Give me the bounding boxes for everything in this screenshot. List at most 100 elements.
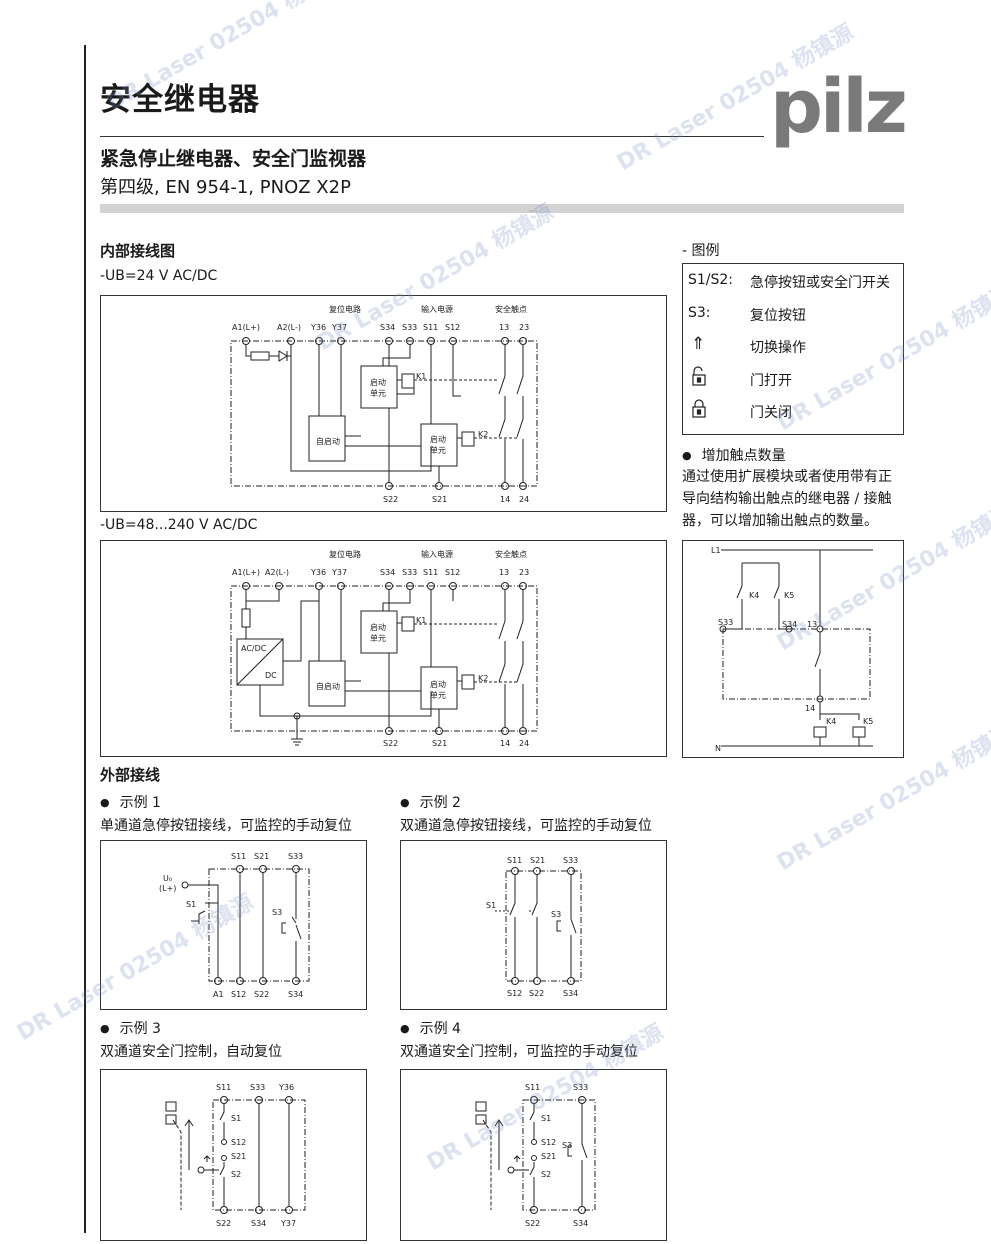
example1-desc: 单通道急停按钮接线，可监控的手动复位 <box>100 818 352 834</box>
svg-text:K5: K5 <box>784 591 794 600</box>
legend-key-s3: S3: <box>688 305 711 321</box>
door-open-icon <box>690 366 708 392</box>
svg-text:S22: S22 <box>383 495 398 504</box>
svg-text:S21: S21 <box>231 1152 246 1161</box>
svg-text:23: 23 <box>519 568 529 577</box>
svg-text:S21: S21 <box>432 495 447 504</box>
svg-text:DC: DC <box>265 671 277 680</box>
legend-val-s3: 复位按钮 <box>750 308 806 324</box>
page-title: 安全继电器 <box>100 82 260 118</box>
svg-text:S34: S34 <box>288 990 303 999</box>
svg-text:S1: S1 <box>541 1114 551 1123</box>
svg-text:S34: S34 <box>782 620 797 629</box>
external-wiring-heading: 外部接线 <box>100 766 161 784</box>
svg-text:S34: S34 <box>563 989 578 998</box>
svg-text:AC/DC: AC/DC <box>241 644 267 653</box>
svg-text:14: 14 <box>500 739 510 748</box>
svg-text:单元: 单元 <box>370 633 386 643</box>
svg-text:S12: S12 <box>507 989 522 998</box>
legend-val-door-open: 门打开 <box>750 373 792 389</box>
legend-heading: - 图例 <box>682 243 720 259</box>
svg-text:23: 23 <box>519 323 529 332</box>
add-contacts-diagram: L1 N K4 K5 S33 S34 13 14 K4 K5 <box>682 540 904 758</box>
example2-title: 示例 2 <box>400 792 461 812</box>
svg-text:K5: K5 <box>863 717 873 726</box>
label-reset-circuit: 复位电路 <box>329 304 361 314</box>
svg-text:S21: S21 <box>254 852 269 861</box>
svg-text:S33: S33 <box>563 856 578 865</box>
svg-text:S34: S34 <box>573 1219 588 1228</box>
svg-text:S11: S11 <box>525 1083 540 1092</box>
variant1-label: -UB=24 V AC/DC <box>100 268 218 284</box>
svg-text:启动: 启动 <box>370 622 386 632</box>
svg-text:S3: S3 <box>551 910 561 919</box>
svg-text:S33: S33 <box>250 1083 265 1092</box>
svg-text:S1: S1 <box>186 900 196 909</box>
svg-text:13: 13 <box>499 323 509 332</box>
subtitle: 紧急停止继电器、安全门监视器 <box>100 148 367 170</box>
svg-text:S11: S11 <box>423 568 438 577</box>
svg-text:S21: S21 <box>541 1152 556 1161</box>
internal-diagram-48-240v: 复位电路 输入电源 安全触点 A1(L+) A2(L-) Y36 Y37 S34… <box>100 540 667 757</box>
add-contacts-text: 通过使用扩展模块或者使用带有正导向结构输出触点的继电器 / 接触器，可以增加输出… <box>682 469 892 529</box>
svg-text:S33: S33 <box>402 568 417 577</box>
svg-text:S12: S12 <box>445 323 460 332</box>
svg-text:U₀: U₀ <box>163 874 172 883</box>
svg-text:S11: S11 <box>423 323 438 332</box>
svg-text:S1: S1 <box>231 1114 241 1123</box>
svg-text:S11: S11 <box>216 1083 231 1092</box>
header-bar <box>100 204 904 213</box>
svg-text:S12: S12 <box>445 568 460 577</box>
example2-desc: 双通道急停按钮接线，可监控的手动复位 <box>400 818 652 834</box>
svg-text:S1: S1 <box>486 901 496 910</box>
svg-text:S3: S3 <box>272 908 282 917</box>
label-input-supply: 输入电源 <box>421 304 453 314</box>
svg-text:S21: S21 <box>530 856 545 865</box>
svg-text:Y37: Y37 <box>280 1219 296 1228</box>
svg-text:S34: S34 <box>380 568 395 577</box>
svg-text:K4: K4 <box>749 591 759 600</box>
door-closed-icon <box>690 398 708 424</box>
example2-diagram: S11 S21 S33 S12 S22 S34 S1 S3 <box>400 840 667 1010</box>
svg-text:S12: S12 <box>231 990 246 999</box>
svg-text:启动: 启动 <box>430 679 446 689</box>
svg-text:输入电源: 输入电源 <box>421 549 453 559</box>
svg-text:S2: S2 <box>541 1170 551 1179</box>
legend-val-door-closed: 门关闭 <box>750 405 792 421</box>
svg-text:14: 14 <box>805 704 815 713</box>
svg-text:S22: S22 <box>525 1219 540 1228</box>
example1-title: 示例 1 <box>100 792 161 812</box>
svg-text:安全触点: 安全触点 <box>495 549 527 559</box>
svg-text:S22: S22 <box>529 989 544 998</box>
svg-text:S22: S22 <box>216 1219 231 1228</box>
svg-text:S2: S2 <box>231 1170 241 1179</box>
svg-text:13: 13 <box>499 568 509 577</box>
svg-text:S11: S11 <box>231 852 246 861</box>
svg-text:L1: L1 <box>711 546 721 555</box>
svg-text:K4: K4 <box>826 717 836 726</box>
variant2-label: -UB=48...240 V AC/DC <box>100 517 258 533</box>
svg-text:pilz: pilz <box>770 66 905 148</box>
category-line: 第四级, EN 954-1, PNOZ X2P <box>100 177 351 198</box>
svg-text:(L+): (L+) <box>159 884 176 893</box>
example3-desc: 双通道安全门控制，自动复位 <box>100 1044 282 1060</box>
svg-text:A1(L+): A1(L+) <box>232 323 260 332</box>
svg-text:启动: 启动 <box>370 377 386 387</box>
example1-diagram: S11 S21 S33 A1 S12 S22 S34 U₀ (L+) S1 S3 <box>100 840 367 1010</box>
svg-text:Y36: Y36 <box>310 568 326 577</box>
svg-text:S21: S21 <box>432 739 447 748</box>
svg-text:S34: S34 <box>251 1219 266 1228</box>
svg-text:A2(L-): A2(L-) <box>265 568 289 577</box>
svg-text:24: 24 <box>519 495 529 504</box>
margin-rule <box>84 45 86 1233</box>
svg-text:Y36: Y36 <box>278 1083 294 1092</box>
example4-desc: 双通道安全门控制，可监控的手动复位 <box>400 1044 638 1060</box>
svg-text:24: 24 <box>519 739 529 748</box>
svg-text:K1: K1 <box>416 372 426 381</box>
example3-title: 示例 3 <box>100 1018 161 1038</box>
svg-text:启动: 启动 <box>430 434 446 444</box>
example3-diagram: S11 S33 Y36 S22 S34 Y37 S1 S12 S21 S2 <box>100 1069 367 1241</box>
svg-text:自启动: 自启动 <box>316 681 340 691</box>
svg-text:S12: S12 <box>541 1138 556 1147</box>
svg-text:S11: S11 <box>507 856 522 865</box>
